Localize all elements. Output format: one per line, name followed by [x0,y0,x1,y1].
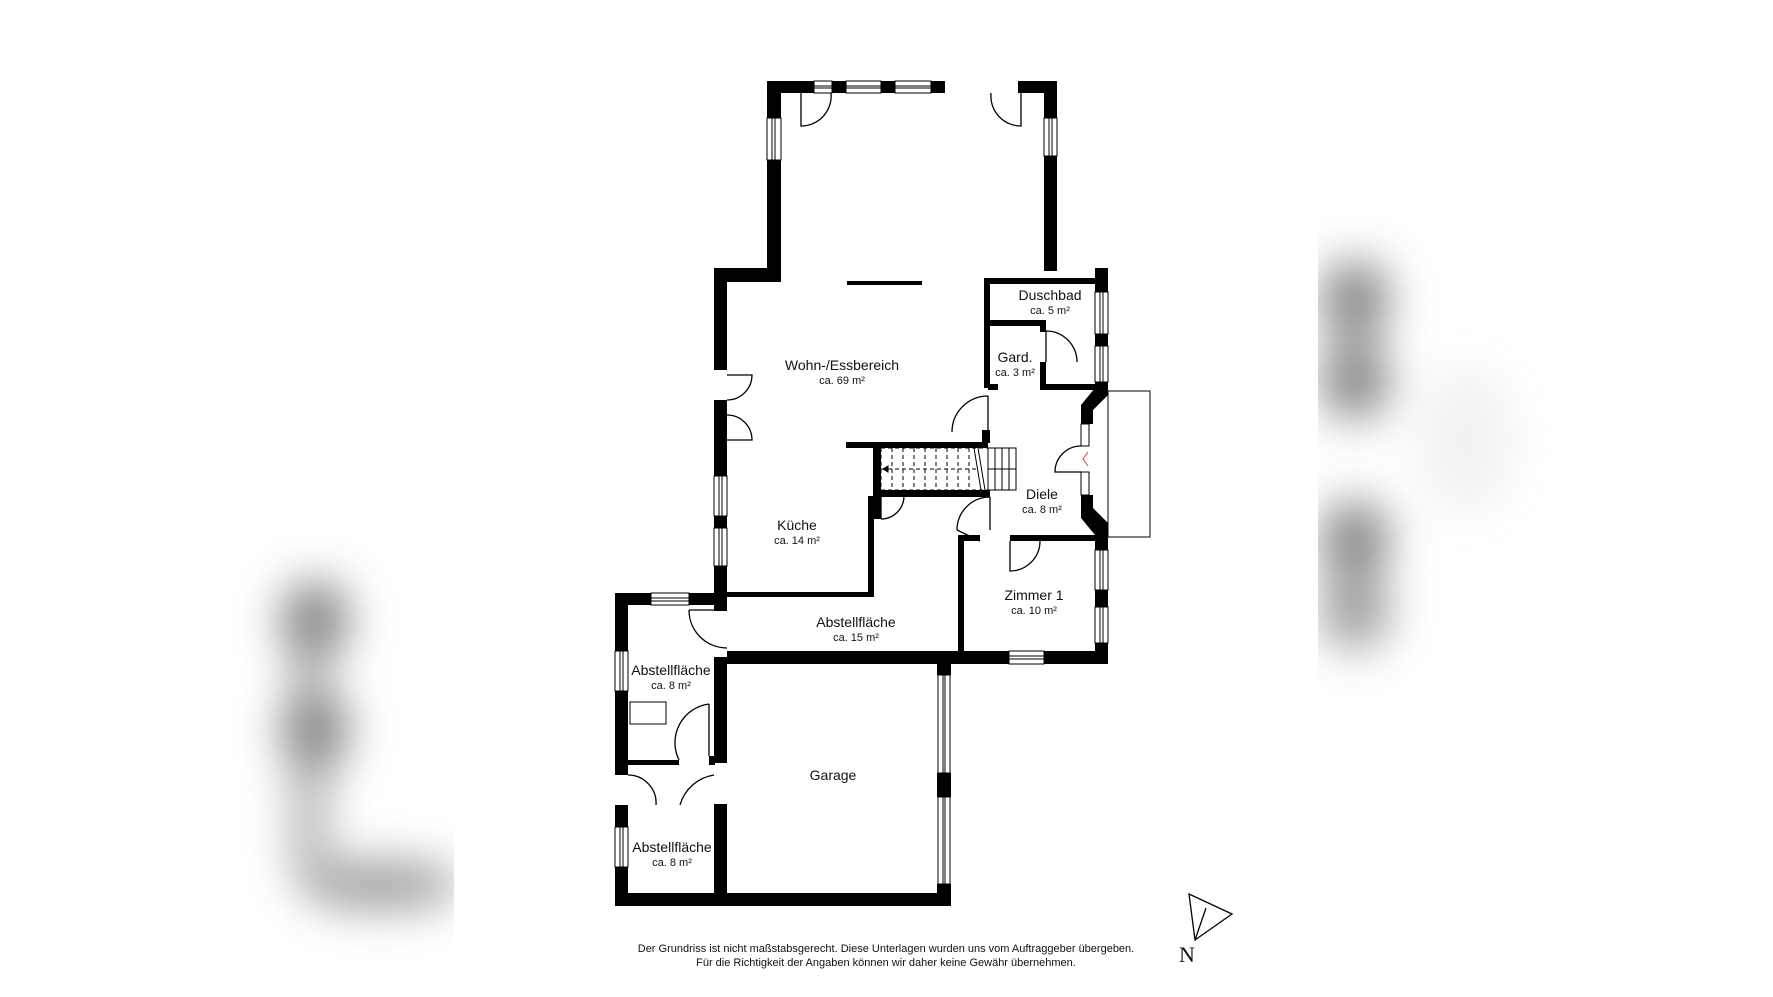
room-area-abstellflaeche-15: ca. 15 m² [833,632,879,644]
room-name-wohn-essbereich: Wohn-/Essbereich [785,357,899,373]
blurred-background-left [260,560,460,960]
room-name-zimmer-1: Zimmer 1 [1004,587,1063,603]
room-area-duschbad: ca. 5 m² [1030,305,1070,317]
storage-fixture [629,701,667,725]
disclaimer-line-2: Für die Richtigkeit der Angaben können w… [696,957,1076,969]
windows [614,80,1109,868]
room-area-abstellflaeche-8-lower: ca. 8 m² [652,857,692,869]
blurred-background-right [1300,230,1560,690]
room-area-kueche: ca. 14 m² [774,535,820,547]
room-area-gard: ca. 3 m² [995,367,1035,379]
room-name-abstellflaeche-8-lower: Abstellfläche [632,839,712,855]
room-name-abstellflaeche-15: Abstellfläche [816,614,896,630]
room-name-diele: Diele [1026,486,1058,502]
room-name-kueche: Küche [777,517,817,533]
floorplan-panel [454,0,1318,997]
room-name-garage: Garage [810,767,857,783]
garage-side-opening [937,674,951,885]
room-name-abstellflaeche-8-upper: Abstellfläche [631,662,711,678]
room-labels: Wohn-/Essbereich ca. 69 m² Duschbad ca. … [631,287,1081,869]
disclaimer-line-1: Der Grundriss ist nicht maßstabsgerecht.… [638,943,1134,955]
room-name-duschbad: Duschbad [1018,287,1081,303]
entrance-porch [1107,390,1151,538]
entrance-marker-icon [1082,451,1089,467]
room-name-gard: Gard. [997,349,1032,365]
room-area-zimmer-1: ca. 10 m² [1011,605,1057,617]
north-label: N [1179,942,1195,967]
staircase [880,447,1017,491]
north-arrow-icon [1188,892,1234,942]
room-area-abstellflaeche-8-upper: ca. 8 m² [651,680,691,692]
doors [627,92,1082,806]
room-area-wohn-essbereich: ca. 69 m² [819,375,865,387]
room-area-diele: ca. 8 m² [1022,504,1062,516]
